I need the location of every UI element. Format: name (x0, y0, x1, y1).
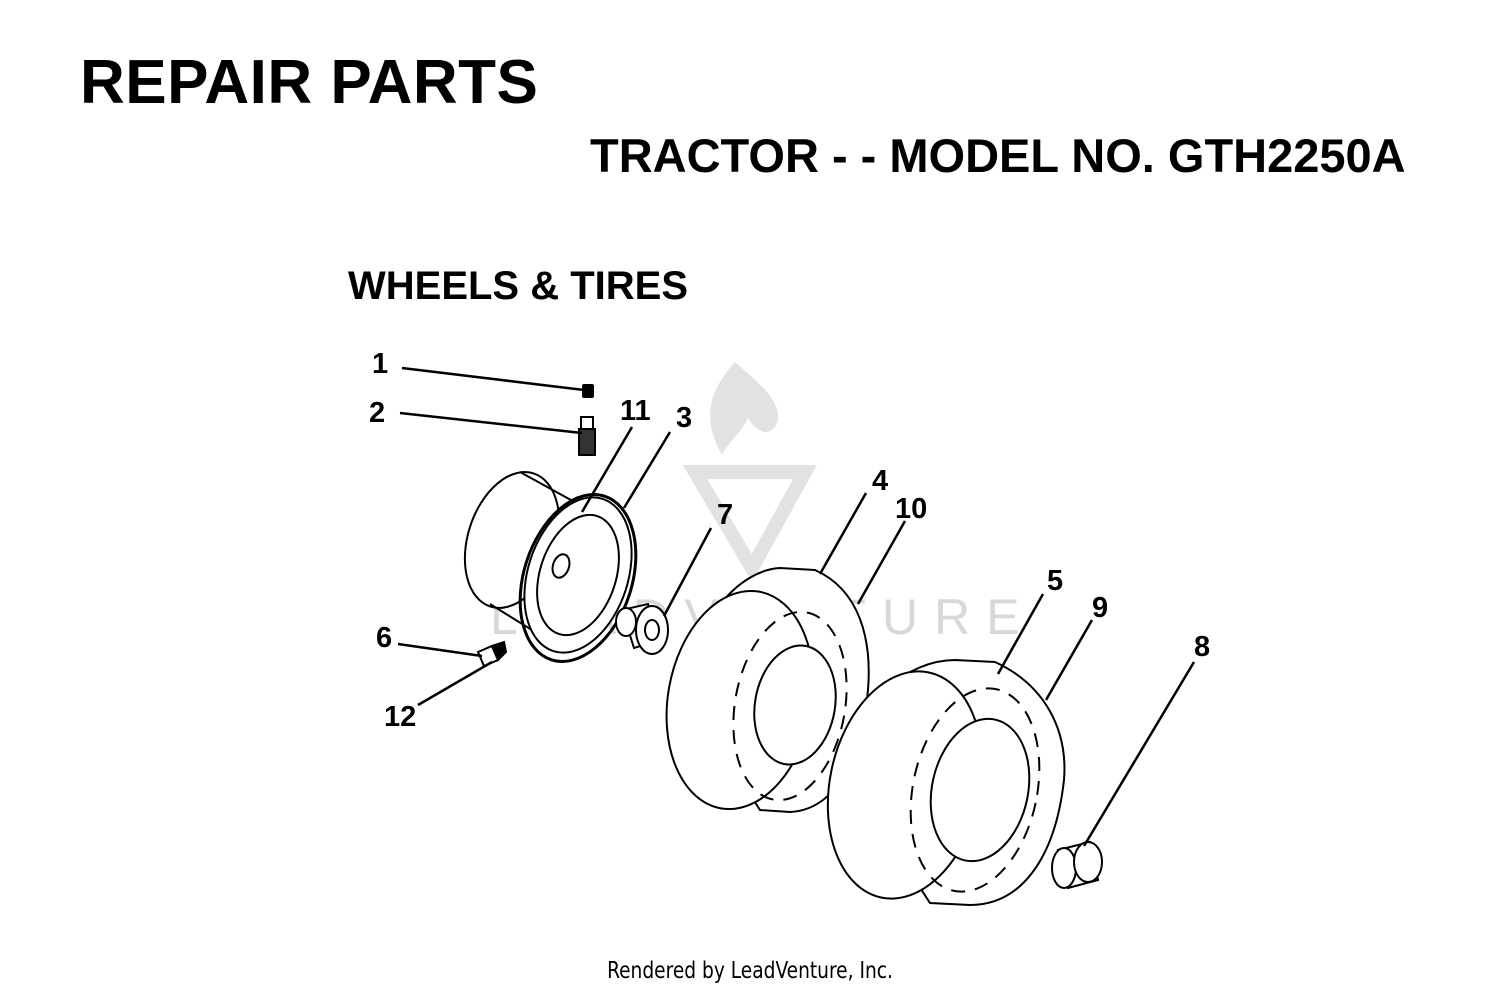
hub-cap (1051, 840, 1103, 890)
wheel-bushing (615, 602, 669, 655)
valve-cap (582, 384, 594, 398)
page-title: REPAIR PARTS (80, 48, 539, 117)
callout-12: 12 (384, 701, 416, 733)
wheel-rim (463, 471, 633, 654)
callout-8: 8 (1194, 631, 1210, 663)
callout-2: 2 (369, 397, 385, 429)
section-title: WHEELS & TIRES (348, 264, 689, 308)
callout-11: 11 (620, 395, 651, 427)
callout-1: 1 (372, 348, 388, 380)
model-subtitle: TRACTOR - - MODEL NO. GTH2250A (590, 129, 1406, 182)
grease-fitting (476, 640, 508, 668)
callout-9: 9 (1092, 592, 1108, 624)
callout-10: 10 (895, 493, 927, 525)
rim-seal-ring (518, 493, 638, 663)
footer-credit: Rendered by LeadVenture, Inc. (607, 958, 893, 984)
callout-4: 4 (872, 465, 888, 497)
valve-stem (578, 416, 596, 456)
callout-5: 5 (1047, 565, 1063, 597)
leadventure-flame-logo (710, 362, 779, 455)
watermark-v-mark (682, 465, 817, 583)
front-tire (665, 566, 870, 814)
callout-3: 3 (676, 402, 692, 434)
callout-7: 7 (717, 499, 733, 531)
callout-6: 6 (376, 622, 392, 654)
leader-lines (397, 366, 1196, 847)
rear-tire (826, 658, 1066, 907)
